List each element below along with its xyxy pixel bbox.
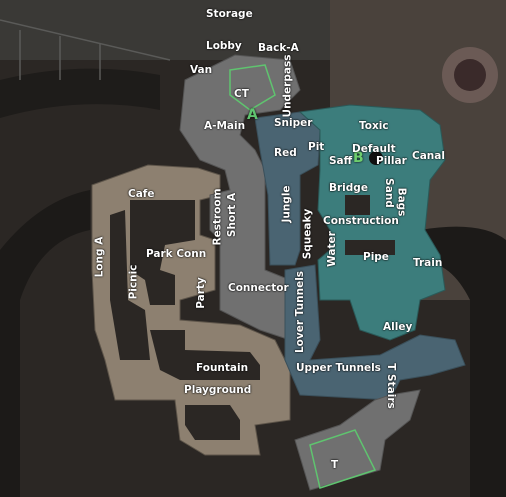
- label-red: Red: [274, 147, 297, 159]
- label-fountain: Fountain: [196, 362, 249, 374]
- label-train: Train: [413, 257, 443, 269]
- label-t: T: [331, 459, 339, 471]
- label-sniper: Sniper: [274, 117, 313, 129]
- tunnels-area: [284, 264, 466, 401]
- label-bags: Bags: [395, 187, 408, 217]
- label-canal: Canal: [412, 150, 445, 162]
- site-b-marker: B: [353, 150, 364, 166]
- label-back-a: Back-A: [258, 42, 299, 54]
- label-jungle: Jungle: [280, 185, 293, 223]
- site-a-marker: A: [247, 107, 258, 123]
- label-pit: Pit: [308, 141, 325, 153]
- t-site-zone: [309, 429, 377, 489]
- label-storage: Storage: [206, 8, 253, 20]
- label-toxic: Toxic: [359, 120, 389, 132]
- label-connector: Connector: [228, 282, 289, 294]
- label-short-a: Short A: [226, 192, 239, 238]
- label-a-main: A-Main: [204, 120, 246, 132]
- label-underpass: Underpass: [281, 54, 294, 118]
- label-bridge: Bridge: [329, 182, 368, 194]
- label-restroom: Restroom: [211, 188, 224, 246]
- a-site-zone: [229, 64, 276, 111]
- label-pipe: Pipe: [363, 251, 389, 263]
- label-van: Van: [190, 64, 213, 76]
- label-picnic: Picnic: [127, 264, 140, 300]
- label-cafe: Cafe: [128, 188, 155, 200]
- playground-block: [185, 405, 240, 440]
- label-alley: Alley: [383, 321, 413, 333]
- party-block: [130, 200, 195, 305]
- label-lobby: Lobby: [206, 40, 242, 52]
- label-playground: Playground: [184, 384, 252, 396]
- label-lover-tunnels: Lover Tunnels: [294, 270, 307, 354]
- b-site-area: [298, 104, 446, 341]
- picnic-block: [110, 210, 150, 360]
- label-construction: Construction: [323, 215, 399, 227]
- label-squeaky: Squeaky: [301, 208, 314, 260]
- label-ct: CT: [234, 88, 249, 100]
- label-sand: Sand: [382, 178, 395, 208]
- label-park-conn: Park Conn: [146, 248, 207, 260]
- label-party: Party: [194, 277, 207, 309]
- label-saff: Saff: [329, 155, 353, 167]
- label-upper-tunnels: Upper Tunnels: [296, 362, 381, 374]
- fountain-block: [150, 330, 260, 380]
- label-default: Default: [352, 143, 396, 155]
- pipe-block: [345, 240, 395, 255]
- label-water: Water: [325, 231, 338, 267]
- pillar-marker: [369, 151, 383, 165]
- label-t-stairs: T Stairs: [384, 363, 397, 409]
- label-long-a: Long A: [93, 236, 106, 278]
- construction-block: [345, 195, 370, 215]
- label-pillar: Pillar: [376, 155, 407, 167]
